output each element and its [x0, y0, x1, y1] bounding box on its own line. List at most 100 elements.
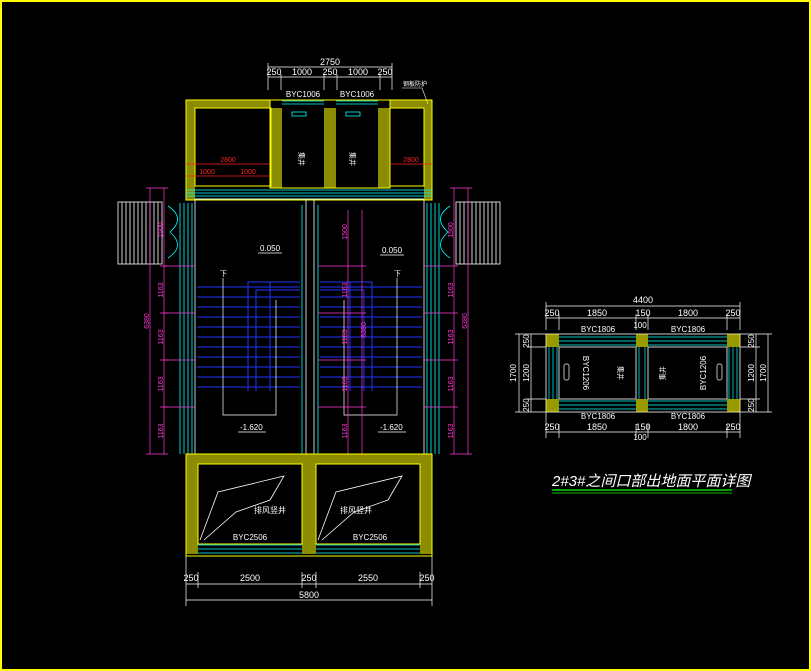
left-dim-5: 1163	[158, 423, 165, 438]
center-total: 6380	[361, 322, 368, 338]
center-dim-chain	[318, 210, 366, 454]
bottom-hatched-walls	[186, 454, 432, 554]
down-mark-right: 下	[394, 270, 401, 278]
detail-bottom-seg-2: 1850	[587, 422, 607, 432]
top-seg-5: 250	[377, 67, 392, 77]
detail-top-dims	[545, 302, 741, 330]
detail-mid-100-top: 100	[633, 321, 647, 330]
detail-bottom-seg-1: 250	[544, 422, 559, 432]
detail-bottom-seg-4: 1800	[678, 422, 698, 432]
center-dim-4: 1163	[342, 376, 349, 391]
leader-line	[402, 87, 429, 105]
window-label-top-2: BYC1006	[340, 90, 375, 99]
right-total: 6380	[462, 313, 469, 329]
left-entrance-steps	[117, 201, 163, 265]
bottom-seg-3: 250	[301, 573, 316, 583]
detail-right-dims	[740, 333, 772, 413]
red-dim-4: 2800	[403, 157, 419, 164]
detail-right-dim-2: 1200	[747, 364, 756, 382]
center-dim-5: 1163	[342, 423, 349, 438]
stair-walk-lines	[222, 278, 398, 416]
window-label-top-1: BYC1006	[286, 90, 321, 99]
detail-shaft-label-1: 集井	[616, 366, 625, 380]
left-total: 6380	[144, 313, 151, 329]
stair-right	[320, 281, 422, 391]
detail-bottom-seg-5: 250	[725, 422, 740, 432]
center-dim-1: 1500	[342, 224, 349, 240]
top-rooms-walls	[185, 99, 433, 201]
window-label-bottom-2: BYC2506	[353, 533, 388, 542]
detail-top-overall: 4400	[633, 295, 653, 305]
right-dim-2: 1163	[448, 282, 455, 297]
cyan-band-top	[186, 189, 432, 200]
shaft-label-top-2: 集井	[348, 152, 357, 166]
exhaust-louver-lines	[199, 475, 403, 541]
detail-left-dims	[515, 333, 546, 413]
detail-right-dim-1: 250	[747, 334, 756, 348]
detail-side-window-1: BYC1206	[581, 356, 590, 391]
detail-right-dim-3: 250	[747, 398, 756, 412]
detail-small-frames	[563, 363, 723, 381]
level-right: 0.050	[382, 246, 403, 255]
bottom-walls	[185, 453, 433, 557]
top-windows	[282, 100, 378, 117]
detail-top-window-1: BYC1806	[581, 325, 616, 334]
detail-plan: 4400 250 1850 150 1800 250 BYC1806 BYC18…	[509, 295, 772, 442]
exhaust-label-1: 排风竖井	[254, 505, 286, 515]
detail-shaft-label-2: 集井	[658, 366, 667, 380]
top-seg-2: 1000	[292, 67, 312, 77]
left-dim-4: 1163	[158, 376, 165, 391]
detail-top-seg-5: 250	[725, 308, 740, 318]
bottom-overall: 5800	[299, 590, 319, 600]
bottom-seg-1: 250	[183, 573, 198, 583]
top-seg-1: 250	[266, 67, 281, 77]
detail-left-dim-3: 250	[522, 398, 531, 412]
left-dim-chain	[146, 187, 195, 455]
level-left: 0.050	[260, 244, 281, 253]
red-dim-2: 1000	[199, 169, 215, 176]
bottom-windows	[198, 544, 420, 554]
stair-hall-cyan-lines	[179, 203, 440, 454]
detail-mid-100-bottom: 100	[633, 433, 647, 442]
right-dim-3: 1163	[448, 329, 455, 344]
top-seg-4: 1000	[348, 67, 368, 77]
detail-left-total: 1700	[509, 364, 518, 382]
bottom-seg-4: 2550	[358, 573, 378, 583]
detail-hatched-corners	[546, 334, 740, 412]
detail-top-seg-1: 250	[544, 308, 559, 318]
detail-bottom-dims	[545, 412, 741, 438]
center-dim-2: 1163	[342, 282, 349, 297]
detail-bottom-window-2: BYC1806	[671, 412, 706, 421]
level-bottom-right: -1.620	[380, 423, 403, 432]
exhaust-label-2: 排风竖井	[340, 505, 372, 515]
detail-right-total: 1700	[759, 364, 768, 382]
red-dim-3: 1000	[240, 169, 256, 176]
detail-bottom-seg-3: 150	[635, 422, 650, 432]
top-overall-dimension	[267, 63, 393, 90]
right-dim-5: 1163	[448, 423, 455, 438]
red-dim-1: 2800	[220, 157, 236, 164]
detail-top-seg-2: 1850	[587, 308, 607, 318]
detail-bottom-window-1: BYC1806	[581, 412, 616, 421]
hatched-walls-top	[186, 100, 432, 200]
door-swings	[167, 205, 451, 259]
detail-top-seg-3: 150	[635, 308, 650, 318]
shaft-label-top-1: 集井	[297, 152, 306, 166]
detail-left-dim-1: 250	[522, 334, 531, 348]
top-overall-text: 2750	[320, 57, 340, 67]
right-dim-4: 1163	[448, 376, 455, 391]
window-label-bottom-1: BYC2506	[233, 533, 268, 542]
center-dim-3: 1163	[342, 329, 349, 344]
left-dim-3: 1163	[158, 329, 165, 344]
leader-note: 钢板防护	[403, 80, 427, 88]
down-mark-left: 下	[220, 270, 227, 278]
detail-side-window-2: BYC1206	[699, 355, 708, 390]
right-dim-chain	[424, 187, 472, 455]
left-dim-1: 1500	[158, 222, 165, 238]
detail-top-seg-4: 1800	[678, 308, 698, 318]
drawing-title: 2#3#之间口部出地面平面详图	[551, 473, 752, 490]
right-dim-1: 1500	[448, 222, 455, 238]
stair-left	[197, 281, 300, 391]
